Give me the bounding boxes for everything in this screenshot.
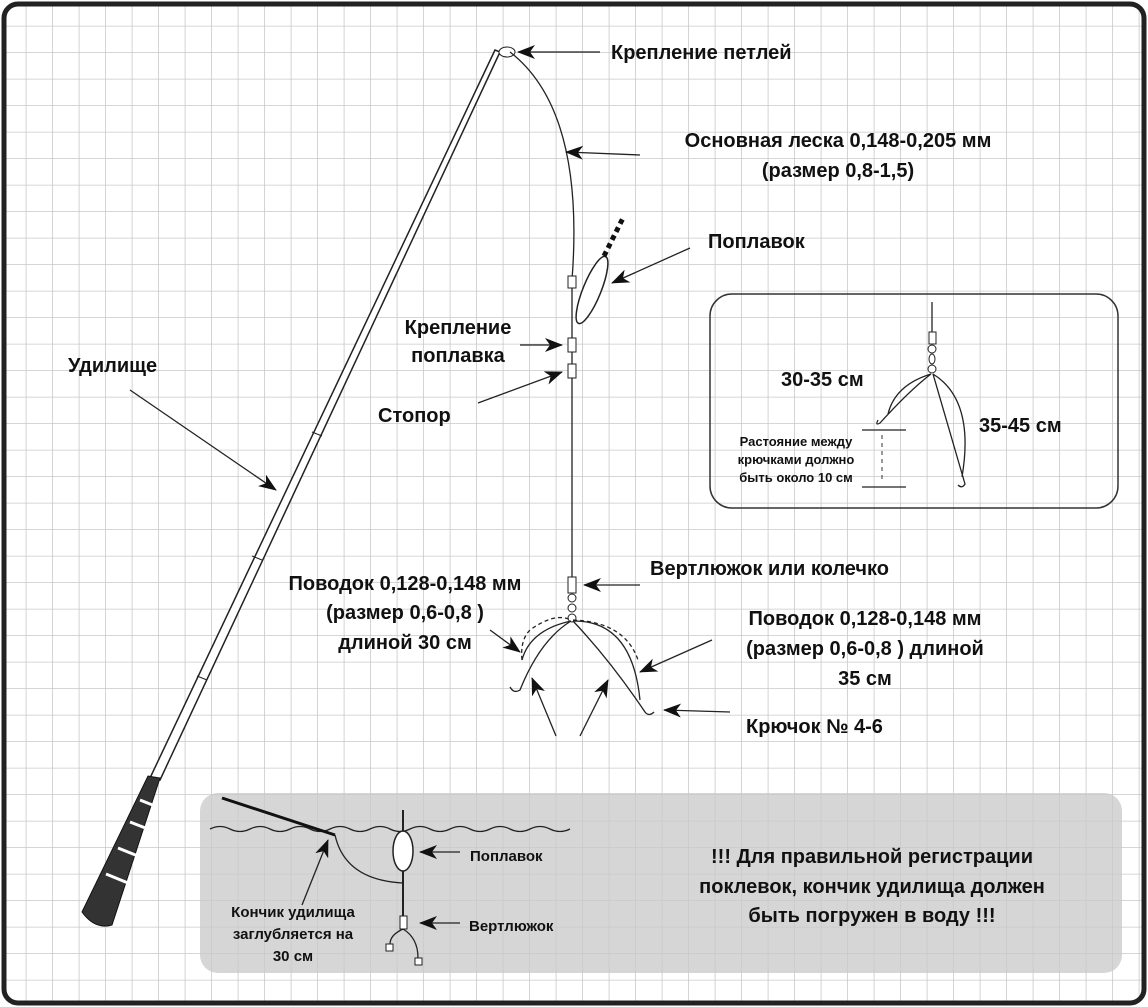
note-3: быть погружен в воду !!! — [748, 905, 995, 927]
float-label: Поплавок — [708, 231, 806, 253]
float-mount-label-2: поплавка — [411, 345, 506, 367]
leader-right-label-2: (размер 0,6-0,8 ) длиной — [746, 638, 984, 660]
note-2: поклевок, кончик удилища должен — [699, 876, 1045, 898]
rod — [81, 46, 516, 927]
leader-left-label-1: Поводок 0,128-0,148 мм — [289, 573, 522, 595]
inset-distance-2: крючками должно — [738, 452, 855, 467]
inset-distance-3: быть около 10 см — [739, 470, 853, 485]
loop-icon — [498, 46, 516, 58]
leader-right-label-1: Поводок 0,128-0,148 мм — [749, 608, 982, 630]
note-1: !!! Для правильной регистрации — [711, 846, 1033, 868]
water-box: Поплавок Вертлюжок Кончик удилища заглуб… — [200, 793, 1122, 973]
stopper-label: Стопор — [378, 405, 451, 427]
rod-tip — [221, 796, 336, 837]
tip-label-3: 30 см — [273, 948, 313, 965]
tip-label-2: заглубляется на — [233, 926, 354, 943]
rig — [509, 51, 655, 716]
water-swivel-label: Вертлюжок — [469, 918, 554, 935]
swivel-icon — [567, 576, 577, 594]
tip-label-1: Кончик удилища — [231, 904, 355, 921]
main-line-label-2: (размер 0,8-1,5) — [762, 160, 914, 182]
leader-left-label-2: (размер 0,6-0,8 ) — [326, 602, 484, 624]
inset-short-label: 30-35 см — [781, 369, 864, 391]
pointer-arrows — [129, 45, 731, 737]
inset-distance-1: Растояние между — [740, 434, 853, 449]
leader-right-label-3: 35 см — [838, 668, 892, 690]
swivel-icon — [399, 915, 408, 930]
hook-label: Крючок № 4-6 — [746, 716, 883, 738]
water-float-label: Поплавок — [470, 848, 543, 865]
float-icon — [392, 830, 414, 872]
rod-label: Удилище — [68, 355, 157, 377]
leader-left-label-3: длиной 30 см — [338, 632, 472, 654]
swivel-label: Вертлюжок или колечко — [650, 558, 889, 580]
hook-spacing-inset: 30-35 см 35-45 см Растояние между крючка… — [709, 293, 1119, 509]
float-mount-label-1: Крепление — [405, 317, 512, 339]
inset-long-label: 35-45 см — [979, 415, 1062, 437]
water-surface — [209, 825, 571, 833]
main-line-label-1: Основная леска 0,148-0,205 мм — [685, 130, 992, 152]
loop-label: Крепление петлей — [611, 42, 792, 64]
